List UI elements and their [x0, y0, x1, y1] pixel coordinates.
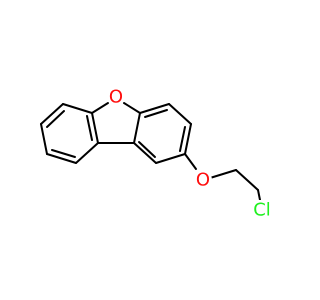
furan-oxygen-atom: O [107, 87, 125, 108]
bond [133, 112, 141, 144]
bond [91, 112, 99, 144]
bond [46, 110, 65, 128]
bond-layer [40, 102, 261, 201]
bond [62, 103, 93, 114]
bond [75, 142, 99, 164]
bond [46, 153, 77, 164]
bond [51, 149, 76, 158]
atom-labels: O O Cl [107, 87, 275, 221]
bond [257, 189, 261, 201]
bond [91, 102, 109, 114]
bond [40, 103, 64, 125]
bond [184, 123, 192, 155]
molecule-structure: O O Cl [40, 86, 275, 221]
atom-label-chlorine: Cl [253, 200, 271, 221]
bond [133, 142, 157, 164]
atom-label-furan-oxygen: O [109, 87, 123, 108]
bond [168, 103, 192, 125]
bond [184, 153, 197, 170]
bond [179, 126, 186, 152]
bond [209, 169, 237, 179]
bond [155, 153, 186, 164]
atom-label-ether-oxygen: O [196, 170, 210, 191]
bond [123, 102, 141, 114]
chlorine-atom: Cl [249, 200, 275, 221]
bond [139, 103, 170, 114]
bond [86, 115, 93, 141]
ether-oxygen-atom: O [194, 170, 212, 191]
bond [235, 169, 259, 191]
bond [40, 123, 48, 155]
bond [144, 109, 168, 118]
bond [138, 141, 156, 158]
